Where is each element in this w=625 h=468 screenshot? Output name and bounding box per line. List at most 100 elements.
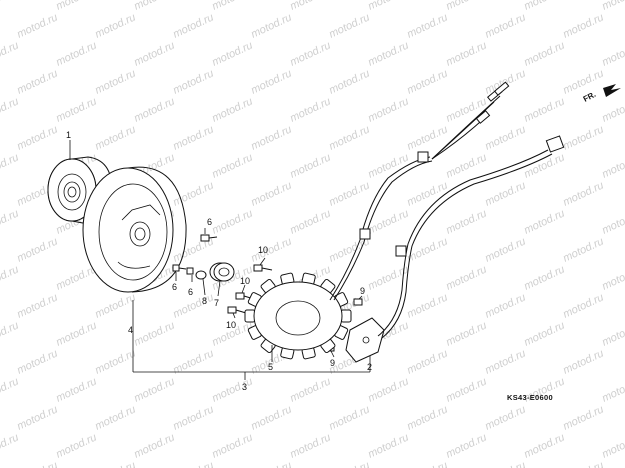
watermark-text: motod.ru [483, 347, 527, 376]
watermark-text: motod.ru [483, 11, 527, 40]
callout-6-top: 6 [207, 217, 212, 227]
watermark-text: motod.ru [522, 207, 566, 236]
watermark-text: motod.ru [93, 67, 137, 96]
watermark-text: motod.ru [327, 403, 371, 432]
leader-lines [69, 140, 371, 380]
callout-10-mid: 10 [240, 276, 250, 286]
part-stator [244, 272, 352, 360]
watermark-text: motod.ru [210, 151, 254, 180]
watermark-text: motod.ru [405, 67, 449, 96]
watermark-text: motod.ru [444, 263, 488, 292]
watermark-text: motod.ru [0, 207, 21, 236]
watermark-text: motod.ru [288, 375, 332, 404]
watermark-text: motod.ru [15, 459, 59, 468]
watermark-text: motod.ru [15, 291, 59, 320]
watermark-text: motod.ru [210, 375, 254, 404]
watermark-text: motod.ru [210, 39, 254, 68]
watermark-text: motod.ru [405, 291, 449, 320]
watermark-text: motod.ru [405, 403, 449, 432]
part-flywheel [82, 166, 187, 293]
watermark-text: motod.ru [210, 431, 254, 460]
watermark-text: motod.ru [522, 319, 566, 348]
watermark-text: motod.ru [600, 319, 625, 348]
watermark-text: motod.ru [54, 95, 98, 124]
callout-10-bottom: 10 [226, 320, 236, 330]
watermark-text: motod.ru [171, 179, 215, 208]
watermark-text: motod.ru [15, 347, 59, 376]
watermark-text: motod.ru [0, 431, 21, 460]
watermark-text: motod.ru [288, 39, 332, 68]
watermark-text: motod.ru [561, 291, 605, 320]
watermark-text: motod.ru [600, 263, 625, 292]
part-hub [47, 156, 113, 225]
watermark-text: motod.ru [54, 0, 98, 13]
watermark-text: motod.ru [249, 67, 293, 96]
watermark-text: motod.ru [483, 291, 527, 320]
watermark-text: motod.ru [600, 207, 625, 236]
watermark-text: motod.ru [0, 0, 21, 13]
watermark-text: motod.ru [171, 67, 215, 96]
watermark-text: motod.ru [561, 403, 605, 432]
watermark-text: motod.ru [132, 319, 176, 348]
watermark-text: motod.ru [483, 179, 527, 208]
watermark-text: motod.ru [366, 207, 410, 236]
watermark-text: motod.ru [288, 207, 332, 236]
watermark-text: motod.ru [444, 375, 488, 404]
watermark-text: motod.ru [54, 375, 98, 404]
watermark-text: motod.ru [327, 459, 371, 468]
watermark-text: motod.ru [0, 39, 21, 68]
callout-9-bottom: 9 [330, 358, 335, 368]
watermark-text: motod.ru [600, 0, 625, 13]
watermark-text: motod.ru [366, 39, 410, 68]
callout-5: 5 [268, 362, 273, 372]
watermark-text: motod.ru [561, 459, 605, 468]
callout-9-top: 9 [360, 286, 365, 296]
watermark-text: motod.ru [171, 459, 215, 468]
watermark-text: motod.ru [561, 11, 605, 40]
watermark-text: motod.ru [483, 123, 527, 152]
callout-6-left: 6 [172, 282, 177, 292]
watermark-text: motod.ru [93, 291, 137, 320]
watermark-text: motod.ru [327, 179, 371, 208]
watermark-text: motod.ru [132, 39, 176, 68]
watermark-text: motod.ru [249, 11, 293, 40]
callout-7: 7 [214, 298, 219, 308]
watermark-text: motod.ru [210, 0, 254, 13]
watermark-text: motod.ru [0, 151, 21, 180]
watermark-text: motod.ru [93, 123, 137, 152]
watermark-text: motod.ru [522, 431, 566, 460]
callout-10-top: 10 [258, 245, 268, 255]
watermark-text: motod.ru [366, 151, 410, 180]
watermark-text: motod.ru [249, 123, 293, 152]
watermark-text: motod.ru [210, 207, 254, 236]
watermark-text: motod.ru [405, 11, 449, 40]
watermark-text: motod.ru [15, 235, 59, 264]
watermark-text: motod.ru [327, 67, 371, 96]
watermark-text: motod.ru [93, 459, 137, 468]
watermark-text: motod.ru [15, 67, 59, 96]
watermark-text: motod.ru [483, 459, 527, 468]
watermark-text: motod.ru [366, 375, 410, 404]
watermark-text: motod.ru [405, 179, 449, 208]
watermark-text: motod.ru [171, 11, 215, 40]
watermark-text: motod.ru [600, 431, 625, 460]
watermark-text: motod.ru [132, 0, 176, 13]
watermark-text: motod.ru [171, 403, 215, 432]
watermark-text: motod.ru [288, 0, 332, 13]
watermark-text: motod.ru [561, 347, 605, 376]
watermark-text: motod.ru [561, 179, 605, 208]
watermark-text: motod.ru [600, 151, 625, 180]
watermark-text: motod.ru [561, 123, 605, 152]
callout-labels: 1 2 3 4 5 6 6 6 7 8 9 9 10 10 10 [66, 130, 372, 392]
watermark-text: motod.ru [366, 0, 410, 13]
watermark-text: motod.ru [600, 95, 625, 124]
watermark-text: motod.ru [132, 431, 176, 460]
watermark-text: motod.ru [249, 403, 293, 432]
watermark-text: motod.ru [288, 95, 332, 124]
watermark-text: motod.ru [249, 235, 293, 264]
watermark-text: motod.ru [561, 67, 605, 96]
watermark-text: motod.ru [288, 431, 332, 460]
part-collar [195, 262, 235, 282]
